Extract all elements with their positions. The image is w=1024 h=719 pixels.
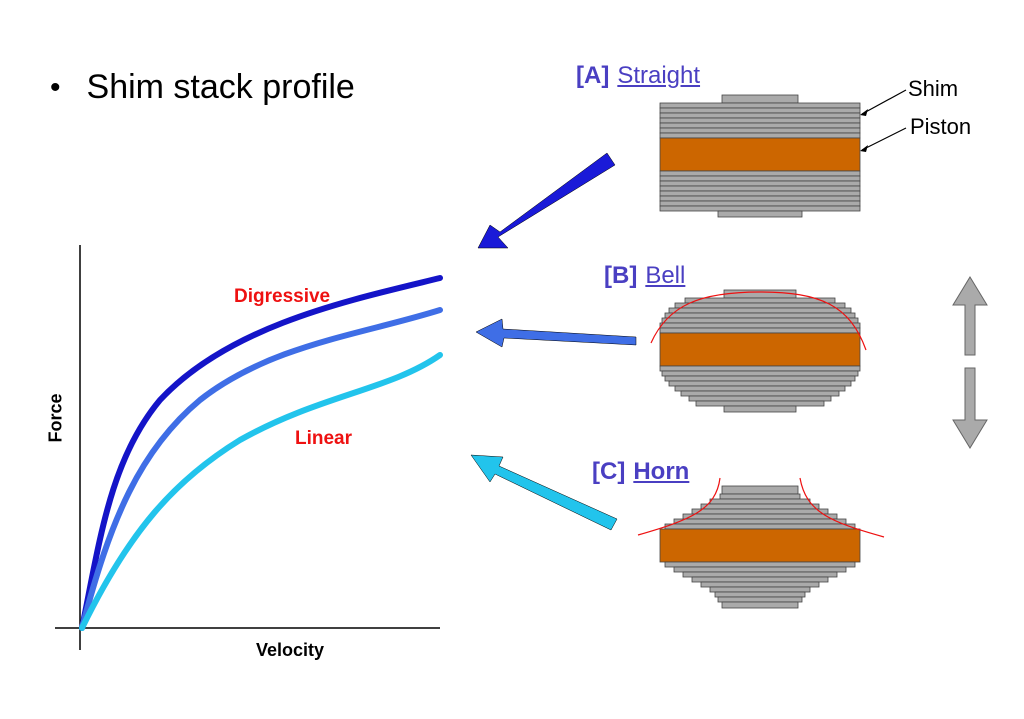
shim-plate bbox=[659, 327, 861, 334]
shim-plate bbox=[659, 195, 861, 202]
x-axis-label: Velocity bbox=[256, 640, 325, 660]
arrow-horn bbox=[470, 454, 618, 531]
shim-cap-top bbox=[723, 289, 797, 299]
piston-block bbox=[659, 528, 861, 563]
arrow-straight bbox=[477, 152, 616, 249]
shim-plate bbox=[674, 385, 846, 392]
shim-cap-bottom bbox=[717, 210, 803, 218]
shim-plate bbox=[719, 493, 801, 500]
curve-mid bbox=[79, 307, 443, 631]
stack-c-name: Horn bbox=[633, 458, 690, 485]
shim-plate bbox=[661, 370, 859, 377]
shim-plate bbox=[659, 365, 861, 372]
bullet-marker: • bbox=[50, 70, 61, 104]
slide-title-row: • Shim stack profile bbox=[50, 68, 355, 107]
shim-plate bbox=[709, 498, 811, 505]
shim-plate bbox=[709, 586, 811, 593]
shim-plate bbox=[664, 561, 856, 568]
arrow-bell bbox=[475, 318, 637, 348]
shim-plate bbox=[659, 180, 861, 187]
horn-profile-lines bbox=[637, 477, 885, 538]
shim-plate bbox=[691, 576, 829, 583]
shim-plate bbox=[659, 205, 861, 212]
stack-c-tag: [C] bbox=[592, 458, 626, 485]
shim-cap-top bbox=[721, 94, 799, 104]
down-arrow-icon bbox=[952, 367, 988, 449]
shim-plate bbox=[664, 312, 856, 319]
stack-bell bbox=[659, 289, 861, 413]
piston-block bbox=[659, 137, 861, 172]
shim-plate bbox=[684, 297, 836, 304]
shim-plate bbox=[695, 400, 825, 407]
linear-label: Linear bbox=[295, 428, 353, 449]
slide-title: Shim stack profile bbox=[86, 68, 355, 106]
shim-plate bbox=[659, 190, 861, 197]
shim-plate bbox=[659, 185, 861, 192]
shim-plate bbox=[668, 307, 852, 314]
shim-plate bbox=[659, 322, 861, 329]
piston-block bbox=[659, 332, 861, 367]
part-leaders bbox=[860, 89, 907, 152]
shim-plate bbox=[659, 132, 861, 139]
force-velocity-curves bbox=[79, 275, 443, 631]
shim-plate bbox=[664, 523, 856, 530]
stack-a-label: [A] Straight bbox=[576, 62, 700, 90]
shim-plate bbox=[717, 596, 803, 603]
shim-plate bbox=[673, 518, 847, 525]
shim-plate bbox=[659, 102, 861, 109]
curve-linear bbox=[79, 352, 443, 631]
shim-plate bbox=[668, 380, 852, 387]
shim-cap-bottom bbox=[723, 405, 797, 413]
shim-plate bbox=[714, 591, 806, 598]
stack-horn bbox=[659, 485, 861, 609]
shim-cap-bottom bbox=[721, 601, 799, 609]
piston-label: Piston bbox=[910, 114, 972, 139]
up-arrow-icon bbox=[952, 276, 988, 356]
shim-plate bbox=[674, 302, 846, 309]
stack-straight bbox=[659, 94, 861, 218]
stack-b-tag: [B] bbox=[604, 262, 638, 289]
shim-plate bbox=[659, 122, 861, 129]
shim-plate bbox=[688, 395, 832, 402]
shim-plate bbox=[700, 581, 820, 588]
digressive-label: Digressive bbox=[234, 286, 331, 307]
shim-plate bbox=[664, 375, 856, 382]
curve-digressive bbox=[79, 275, 443, 631]
shim-cap-top bbox=[721, 485, 799, 495]
shim-plate bbox=[659, 170, 861, 177]
shim-plate bbox=[659, 200, 861, 207]
shim-plate bbox=[700, 503, 820, 510]
shim-plate bbox=[680, 390, 840, 397]
shim-plate bbox=[682, 571, 838, 578]
stack-a-tag: [A] bbox=[576, 62, 610, 89]
stack-b-name: Bell bbox=[645, 262, 686, 289]
shim-plate bbox=[682, 513, 838, 520]
shim-plate bbox=[659, 117, 861, 124]
bell-profile-lines bbox=[650, 291, 867, 351]
shim-plate bbox=[659, 175, 861, 182]
stack-a-name: Straight bbox=[617, 62, 701, 89]
shim-plate bbox=[659, 127, 861, 134]
shim-plate bbox=[659, 112, 861, 119]
shim-plate bbox=[691, 508, 829, 515]
shim-label: Shim bbox=[908, 76, 959, 101]
shim-plate bbox=[661, 317, 859, 324]
shim-plate bbox=[673, 566, 847, 573]
stack-c-label: [C] Horn bbox=[592, 458, 689, 486]
stack-b-label: [B] Bell bbox=[604, 262, 685, 290]
shim-plate bbox=[659, 107, 861, 114]
graph-axes bbox=[55, 245, 440, 650]
